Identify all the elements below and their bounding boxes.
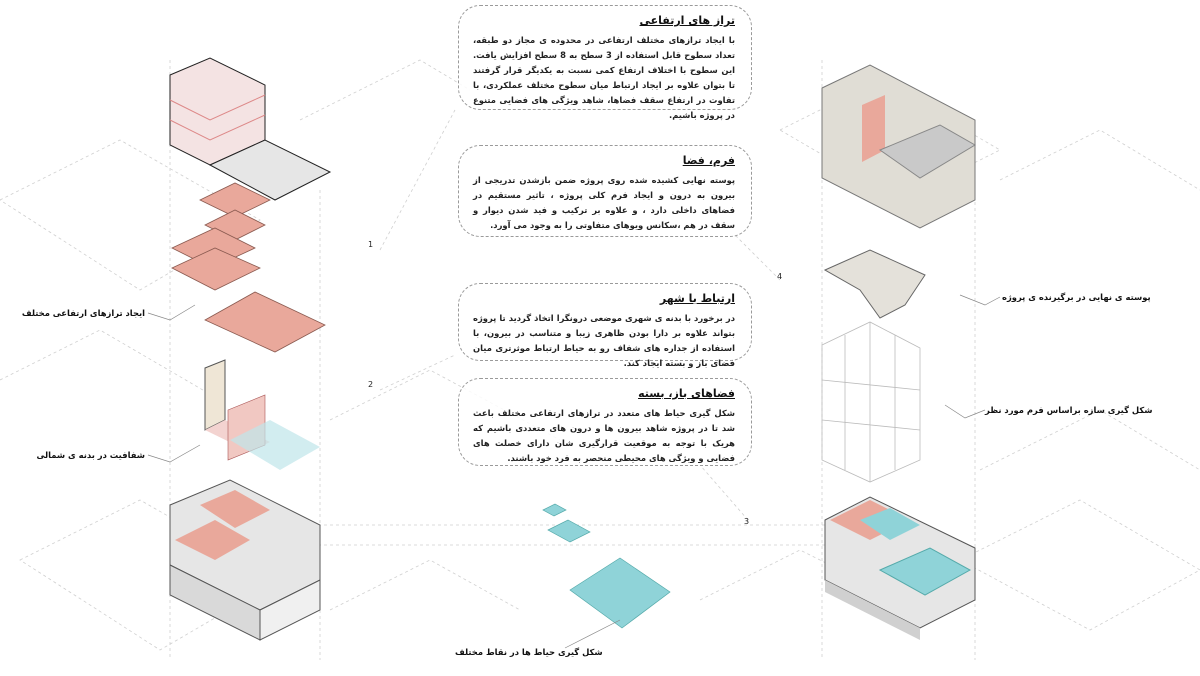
box-text: در برخورد با بدنه ی شهری موضعی درونگرا ا… bbox=[473, 313, 735, 368]
box-title: فرم، فضا bbox=[682, 154, 735, 167]
box-title: ارتباط با شهر bbox=[659, 292, 735, 305]
text-box-form-space: فرم، فضا پوسته نهایی کشیده شده روی پروژه… bbox=[458, 145, 752, 237]
north-facade bbox=[204, 359, 320, 470]
building-left-final bbox=[169, 479, 321, 641]
glass-volume-top bbox=[169, 57, 332, 201]
shell-volume bbox=[821, 64, 976, 229]
structure-frame bbox=[821, 321, 921, 483]
leader-lines bbox=[147, 294, 1001, 649]
label-levels: ایجاد ترازهای ارتفاعی مختلف bbox=[21, 308, 145, 318]
box-text: پوسته نهایی کشیده شده روی پروژه ضمن بازش… bbox=[473, 175, 735, 230]
text-box-city-relation: ارتباط با شهر در برخورد با بدنه ی شهری م… bbox=[458, 283, 752, 368]
level-slabs bbox=[171, 182, 326, 353]
label-structure: شکل گیری سازه براساس فرم مورد نظر bbox=[985, 405, 1153, 415]
text-box-open-closed-spaces: فضاهای باز، بسته شکل گیری حیاط های متعدد… bbox=[458, 378, 752, 466]
box-text: شکل گیری حیاط های متعدد در ترازهای ارتفا… bbox=[473, 408, 735, 463]
marker-3: 3 bbox=[744, 517, 750, 526]
arches bbox=[823, 249, 926, 319]
label-shell: پوسته ی نهایی در برگیرنده ی پروژه bbox=[1002, 292, 1151, 302]
label-transparency: شفافیت در بدنه ی شمالی bbox=[36, 450, 145, 460]
marker-4: 4 bbox=[777, 272, 783, 281]
box-title: فضاهای باز، بسته bbox=[638, 387, 735, 400]
label-courtyards: شکل گیری حیاط ها در نقاط مختلف bbox=[455, 647, 603, 657]
text-box-elevation-levels: تراز های ارتفاعی با ایجاد ترازهای مختلف … bbox=[458, 5, 752, 120]
marker-1: 1 bbox=[368, 240, 374, 249]
marker-2: 2 bbox=[368, 380, 374, 389]
box-text: با ایجاد ترازهای مختلف ارتفاعی در محدوده… bbox=[473, 35, 736, 120]
courtyard-pieces bbox=[542, 503, 671, 629]
building-right-final bbox=[824, 496, 976, 640]
box-title: تراز های ارتفاعی bbox=[639, 14, 736, 27]
